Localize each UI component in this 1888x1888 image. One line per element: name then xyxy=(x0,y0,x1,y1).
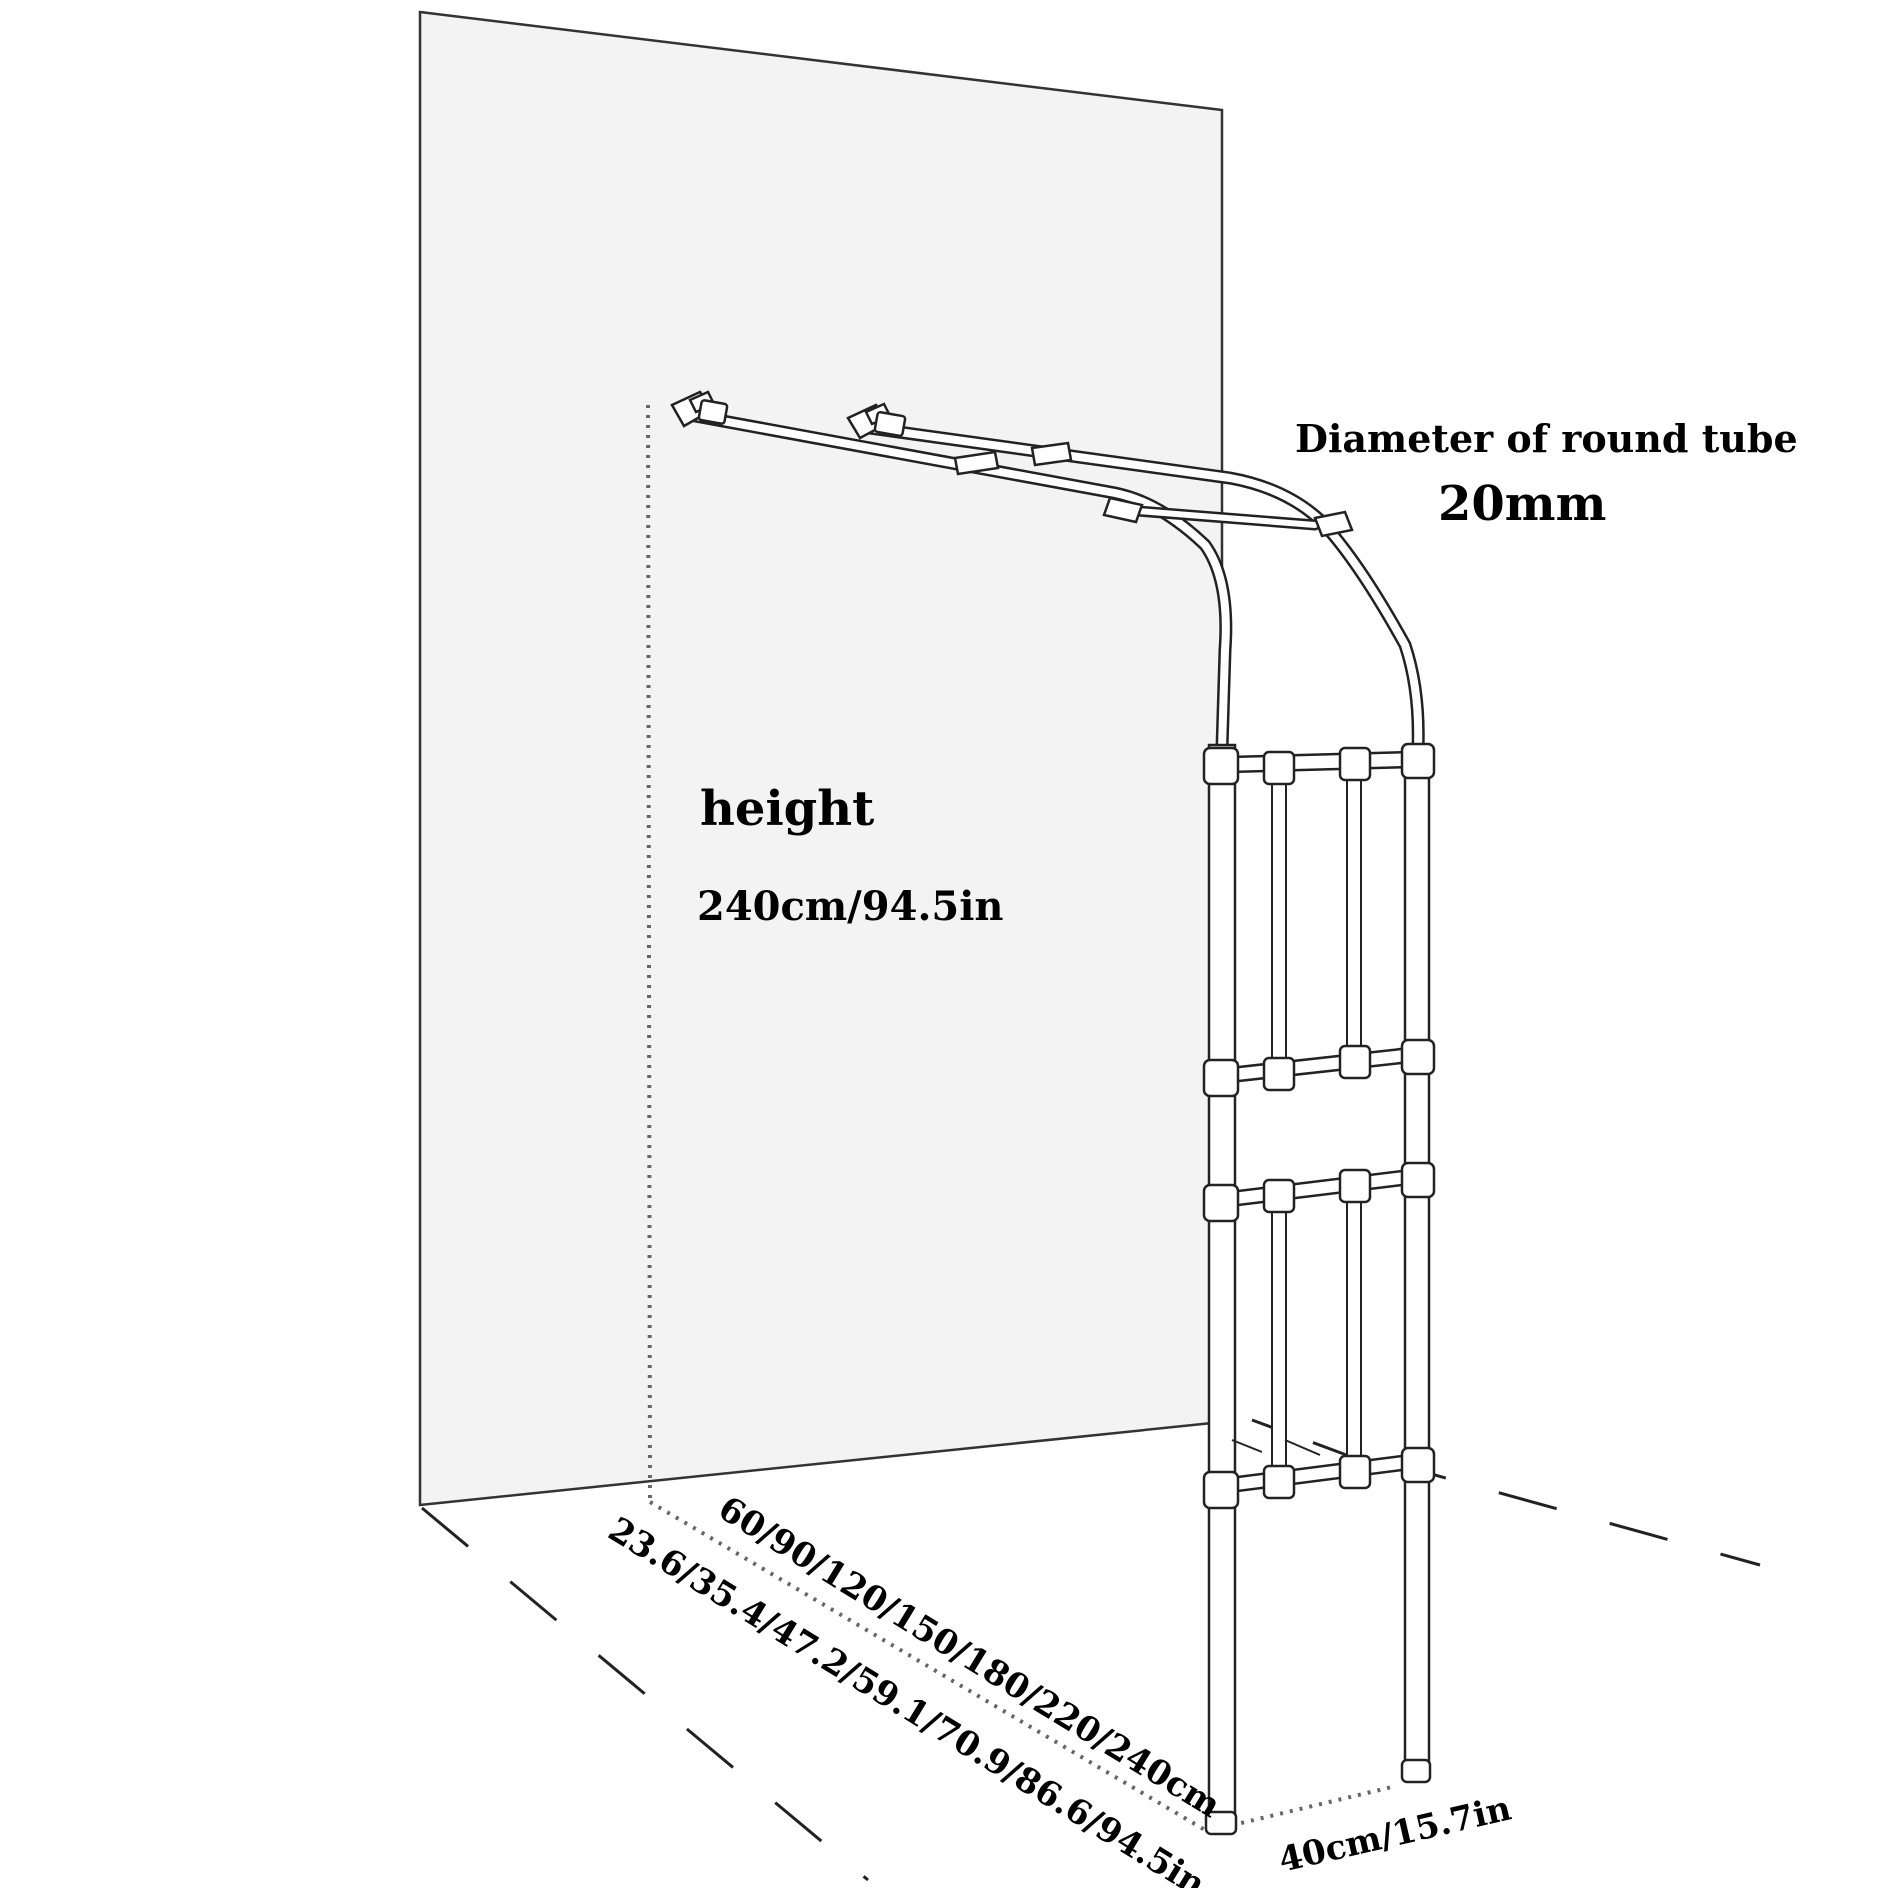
rail-straps xyxy=(953,441,1354,538)
cross-bar-2 xyxy=(1228,1046,1412,1084)
floor-guides xyxy=(421,1460,1761,1882)
post-inner-2 xyxy=(1346,764,1362,1051)
depth-dimension-line xyxy=(1211,1785,1393,1832)
diameter-value: 20mm xyxy=(1438,476,1606,532)
post-front-right xyxy=(1403,743,1431,1772)
connectors xyxy=(1202,742,1436,1510)
wall-bracket-2 xyxy=(846,402,907,440)
cross-bar-1 xyxy=(1228,750,1412,774)
post-front-left xyxy=(1207,743,1237,1822)
top-rails xyxy=(683,408,1425,755)
cross-bars xyxy=(1228,750,1412,1494)
length-in-label: 23.6/35.4/47.2/59.1/70.9/86.6/94.5in xyxy=(601,1510,1212,1888)
wall-bracket-1 xyxy=(670,390,729,428)
vertical-posts xyxy=(1207,743,1431,1822)
diameter-title: Diameter of round tube xyxy=(1295,416,1798,461)
floor-guide-left xyxy=(421,1506,869,1882)
cross-bar-3 xyxy=(1228,1168,1412,1208)
floor-guide-mid xyxy=(1251,1418,1361,1462)
cross-bar-4 xyxy=(1228,1453,1412,1494)
floor-guide-right xyxy=(1387,1460,1761,1567)
length-dimension-line xyxy=(648,1500,1207,1832)
depth-label: 40cm/15.7in xyxy=(1275,1789,1515,1881)
foot-right xyxy=(1400,1758,1432,1784)
height-dimension-line xyxy=(646,404,652,1501)
height-value: 240cm/94.5in xyxy=(697,883,1003,930)
post-inner-1 xyxy=(1271,769,1287,1061)
post-inner-3 xyxy=(1271,1204,1287,1471)
wall-panel xyxy=(418,10,1224,1507)
feet xyxy=(1204,1758,1432,1836)
base-rails xyxy=(1231,1439,1321,1456)
height-title: height xyxy=(700,781,874,837)
foot-left xyxy=(1204,1810,1238,1836)
post-inner-4 xyxy=(1346,1194,1362,1464)
dimension-lines xyxy=(646,404,1393,1832)
